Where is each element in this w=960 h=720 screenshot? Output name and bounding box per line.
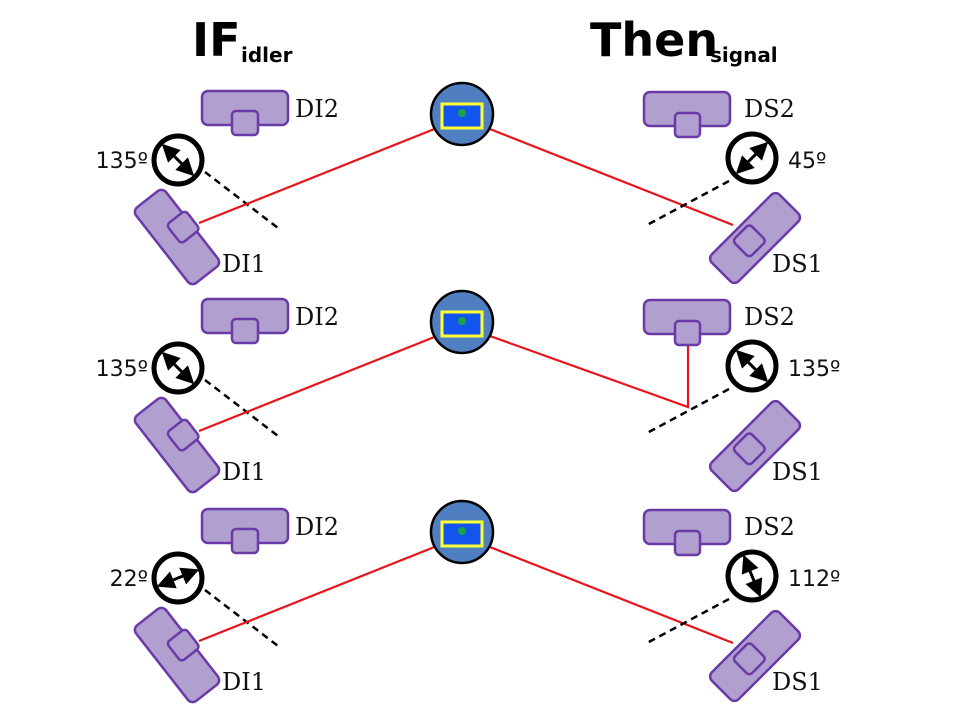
signal-detector-top-label: DS2: [744, 303, 795, 331]
idler-axis-dashed-line: [204, 379, 279, 437]
signal-axis-dashed-line: [646, 387, 730, 435]
idler-beam: [198, 116, 463, 225]
signal-beam: [461, 534, 734, 645]
signal-polarizer[interactable]: 135º: [725, 339, 840, 393]
idler-polarizer[interactable]: 135º: [96, 133, 205, 187]
idler-detector-top-label: DI2: [295, 303, 339, 331]
signal-beam: [461, 116, 734, 227]
signal-polarizer-angle: 135º: [788, 357, 840, 382]
signal-axis-dashed-line: [646, 179, 730, 227]
signal-detector-bottom: [708, 399, 802, 493]
idler-beam: [198, 324, 463, 433]
polarization-arrow-icon: [161, 143, 195, 177]
idler-detector-bottom-label: DI1: [222, 458, 266, 486]
idler-header: IF idler: [192, 13, 293, 67]
signal-axis-dashed-line: [646, 597, 730, 645]
signal-subscript: signal: [710, 43, 778, 67]
idler-detector-bottom: [133, 606, 221, 704]
signal-header: Then signal: [590, 13, 778, 67]
idler-detector-bottom-label: DI1: [222, 250, 266, 278]
signal-polarizer-angle: 45º: [788, 149, 826, 174]
idler-detector-top-label: DI2: [295, 513, 339, 541]
signal-polarizer-angle: 112º: [788, 567, 840, 592]
signal-detector-bottom-label: DS1: [772, 250, 823, 278]
idler-polarizer[interactable]: 22º: [110, 551, 205, 605]
crystal-source-icon: [429, 499, 495, 565]
polarization-arrow-icon: [741, 554, 763, 598]
crystal-source-icon: [429, 289, 495, 355]
signal-detector-bottom: [708, 609, 802, 703]
idler-polarizer[interactable]: 135º: [96, 341, 205, 395]
signal-detector-top: DS2: [642, 90, 795, 139]
idler-detector-top: DI2: [200, 297, 339, 345]
signal-detector-top-label: DS2: [744, 95, 795, 123]
idler-detector-top: DI2: [200, 89, 339, 137]
signal-title: Then: [590, 13, 718, 67]
idler-detector-bottom-label: DI1: [222, 668, 266, 696]
signal-polarizer[interactable]: 45º: [725, 131, 826, 185]
idler-polarizer-angle: 135º: [96, 149, 148, 174]
polarization-arrow-icon: [156, 567, 200, 589]
signal-beam: [461, 324, 690, 409]
signal-detector-bottom: [708, 191, 802, 285]
crystal-source-icon: [429, 81, 495, 147]
idler-axis-dashed-line: [204, 171, 279, 229]
polarization-arrow-icon: [735, 141, 769, 175]
signal-detector-top: DS2: [642, 298, 795, 347]
idler-polarizer-angle: 135º: [96, 357, 148, 382]
polarization-arrow-icon: [161, 351, 195, 385]
idler-detector-top: DI2: [200, 507, 339, 555]
idler-detector-bottom: [133, 188, 221, 286]
idler-detector-bottom: [133, 396, 221, 494]
polarization-arrow-icon: [735, 349, 769, 383]
signal-detector-bottom-label: DS1: [772, 458, 823, 486]
idler-title: IF: [192, 13, 241, 67]
idler-axis-dashed-line: [204, 589, 279, 647]
idler-detector-top-label: DI2: [295, 95, 339, 123]
idler-polarizer-angle: 22º: [110, 567, 148, 592]
signal-detector-top: DS2: [642, 508, 795, 557]
signal-detector-bottom-label: DS1: [772, 668, 823, 696]
idler-beam: [198, 534, 463, 643]
idler-subscript: idler: [241, 43, 293, 67]
signal-polarizer[interactable]: 112º: [725, 549, 840, 603]
signal-detector-top-label: DS2: [744, 513, 795, 541]
